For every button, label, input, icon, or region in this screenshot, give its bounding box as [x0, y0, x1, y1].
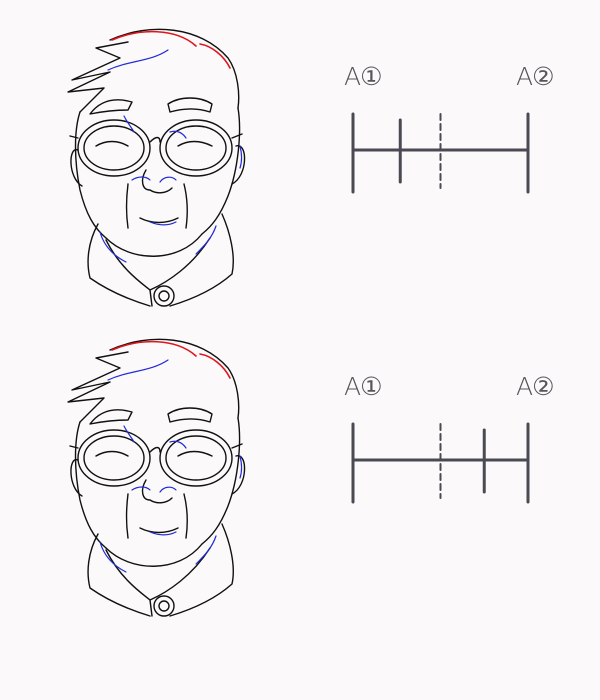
- key-label-start: A①: [344, 372, 383, 401]
- old-man-face-sketch: [67, 338, 246, 617]
- key-line-red: [111, 30, 231, 69]
- old-man-face-sketch: [67, 28, 246, 307]
- timing-chart-1: [351, 112, 530, 194]
- character-drawing-1: [67, 28, 530, 307]
- key-label-end: A②: [516, 372, 555, 401]
- secondary-line-blue: [99, 49, 243, 263]
- key-label-start: A①: [344, 62, 383, 91]
- timing-panel-2: A① A②: [0, 310, 600, 630]
- key-label-end: A②: [516, 62, 555, 91]
- timing-panel-1: A① A②: [0, 0, 600, 320]
- character-drawing-2: [67, 338, 530, 617]
- timing-chart-2: [351, 422, 530, 504]
- key-line-red: [111, 340, 231, 379]
- secondary-line-blue: [99, 359, 243, 573]
